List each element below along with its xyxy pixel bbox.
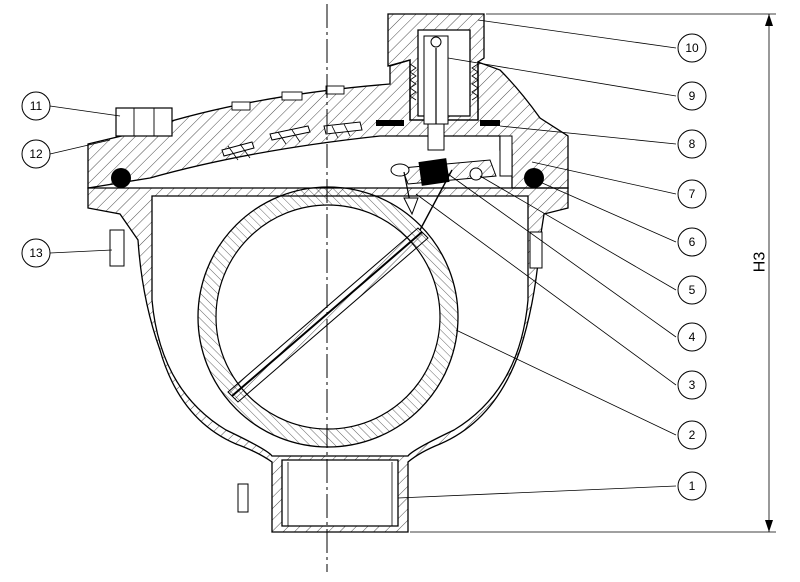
callout-5-label: 5 [689,283,696,297]
callout-3: 3 [677,370,707,400]
callout-6-label: 6 [689,235,696,249]
lever-link [419,169,453,231]
cover-vent-slots [221,121,363,161]
bolt [115,107,173,137]
leader-12 [49,139,111,155]
seal-pad [418,158,450,186]
height-arrow-bottom [765,520,773,532]
leader-1 [397,485,677,499]
outlet-fitting-shell [387,13,485,121]
height-dimension-label: H3 [752,252,769,273]
bolt-head [115,107,173,137]
body-boss-left [109,229,125,267]
cover [87,59,569,189]
leader-4 [447,173,677,338]
callout-12-label: 12 [29,147,43,161]
callout-4: 4 [677,322,707,352]
valve-body [87,187,569,533]
leader-7 [531,161,677,195]
callout-2: 2 [677,420,707,450]
callout-3-label: 3 [689,378,696,392]
leader-11 [49,105,121,117]
outlet-thread-left [409,63,417,101]
leader-2 [455,329,677,436]
callout-1: 1 [677,471,707,501]
o-ring-right [524,168,544,188]
callout-13: 13 [21,238,51,268]
callout-4-label: 4 [689,330,696,344]
outlet-thread-right [471,63,479,101]
callout-11-label: 11 [30,99,43,113]
outlet-nozzle [427,123,445,151]
callout-12: 12 [21,139,51,169]
leader-3 [415,193,677,386]
callout-1-label: 1 [689,479,696,493]
o-ring-left [111,168,131,188]
float-ball [197,186,459,448]
lever-pin-head [390,163,410,177]
outlet-pin [430,36,442,48]
leader-10 [477,19,677,49]
callout-8-label: 8 [689,137,696,151]
height-dimension: H3 [410,13,776,533]
callout-13-label: 13 [29,246,43,260]
callout-6: 6 [677,227,707,257]
leader-8 [499,125,677,145]
lever-pivot [469,167,483,181]
cover-void [499,135,513,177]
leader-6 [539,181,677,243]
callout-10: 10 [677,33,707,63]
height-arrow-top [765,14,773,26]
float-plate [227,227,429,403]
lever-mechanism [390,158,497,231]
body-boss-right [529,231,543,269]
leader-13 [49,249,113,254]
cover-boss-1 [231,101,251,111]
callout-8: 8 [677,129,707,159]
leader-5 [479,175,677,291]
cover-boss-2 [281,91,303,101]
leader-9 [447,57,677,97]
gasket-left [376,120,404,126]
gasket-right [480,120,500,126]
lever-tip [403,197,419,216]
body-boss-bottom [237,483,249,513]
callout-9: 9 [677,81,707,111]
callout-10-label: 10 [685,41,699,55]
callout-5: 5 [677,275,707,305]
leader-lines [49,19,677,499]
callout-9-label: 9 [689,89,696,103]
callout-11: 11 [21,91,51,121]
body-shell [87,187,569,533]
cover-boss-3 [325,85,345,95]
callout-2-label: 2 [689,428,696,442]
callout-7: 7 [677,179,707,209]
callout-balloons: 1 2 3 4 5 6 7 8 [21,33,707,501]
callout-7-label: 7 [689,187,696,201]
outlet-fitting [387,13,485,151]
